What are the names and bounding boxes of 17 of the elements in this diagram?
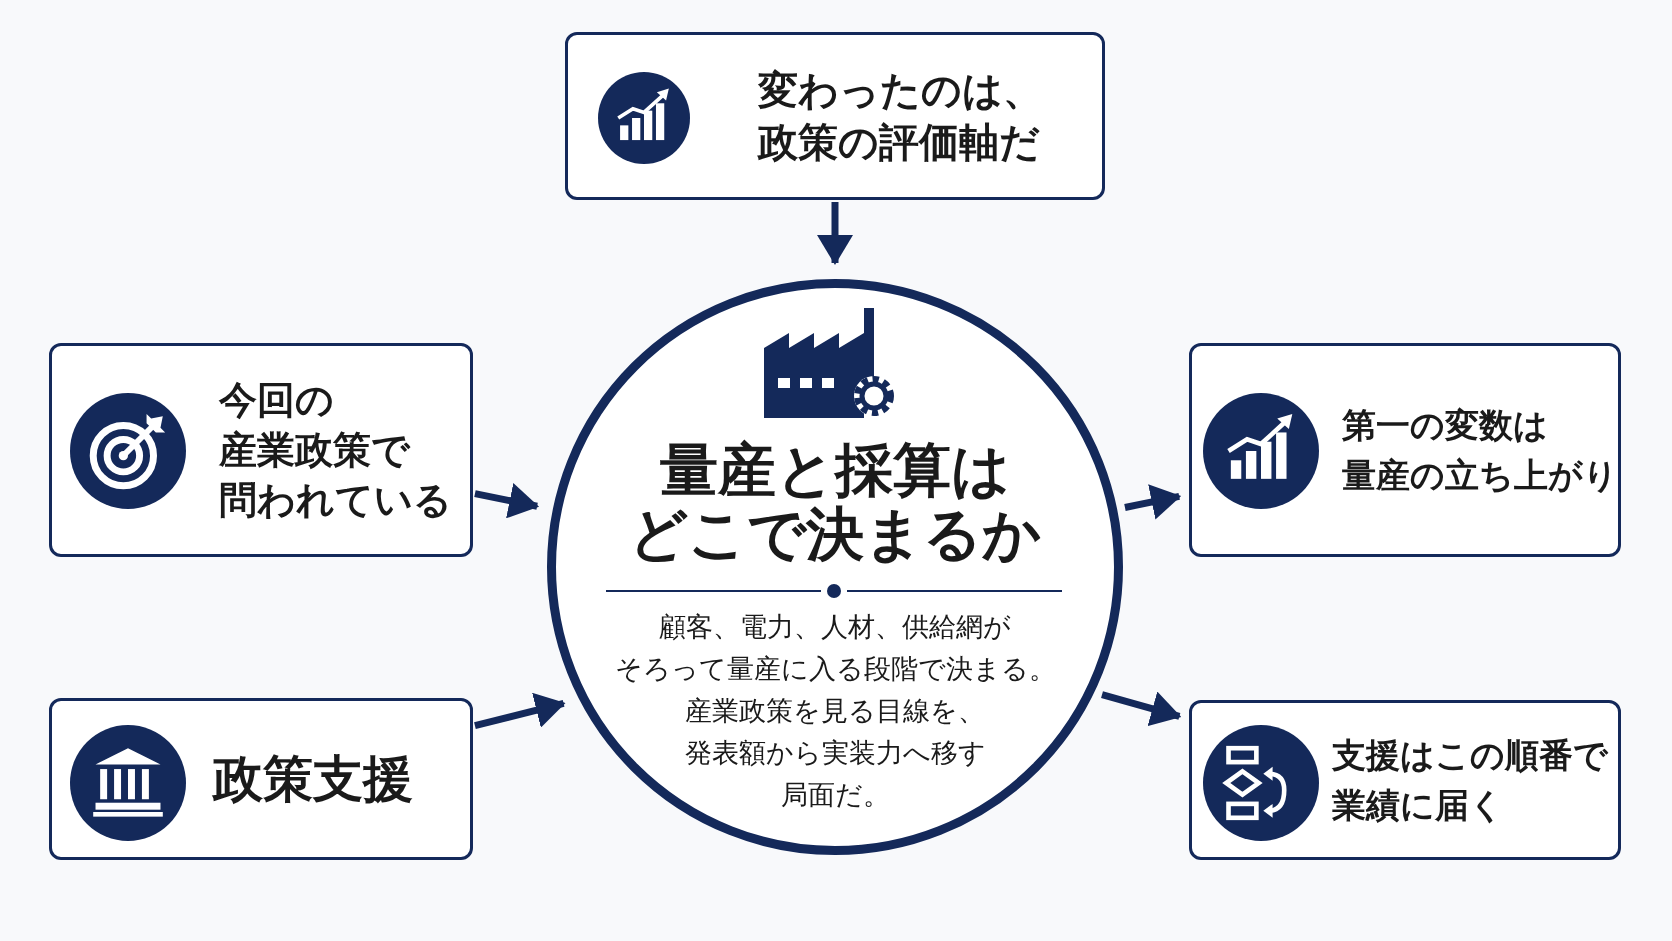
arrow	[474, 483, 540, 519]
text-box	[49, 343, 473, 557]
text-box	[1189, 343, 1621, 557]
box-text: 今回の産業政策で問われている	[219, 376, 452, 524]
circle-body: 顧客、電力、人材、供給網がそろって量産に入る段階で決まる。産業政策を見る目線を、発表額から実装力へ移す局面だ。	[613, 610, 1057, 812]
text-box	[49, 698, 473, 860]
arrow	[1101, 691, 1182, 727]
arrow	[817, 202, 853, 265]
circle-heading: 量産と採算はどこで決まるか	[628, 438, 1042, 566]
text-box	[565, 32, 1105, 200]
arrow	[1124, 484, 1182, 520]
box-text: 第一の変数は量産の立ち上がり	[1342, 404, 1618, 497]
box-text: 支援はこの順番で業績に届く	[1332, 734, 1608, 827]
box-text: 政策支援	[213, 749, 413, 809]
box-text: 変わったのは、政策の評価軸だ	[758, 65, 1043, 167]
text-box	[1189, 700, 1621, 860]
arrow	[474, 692, 566, 729]
